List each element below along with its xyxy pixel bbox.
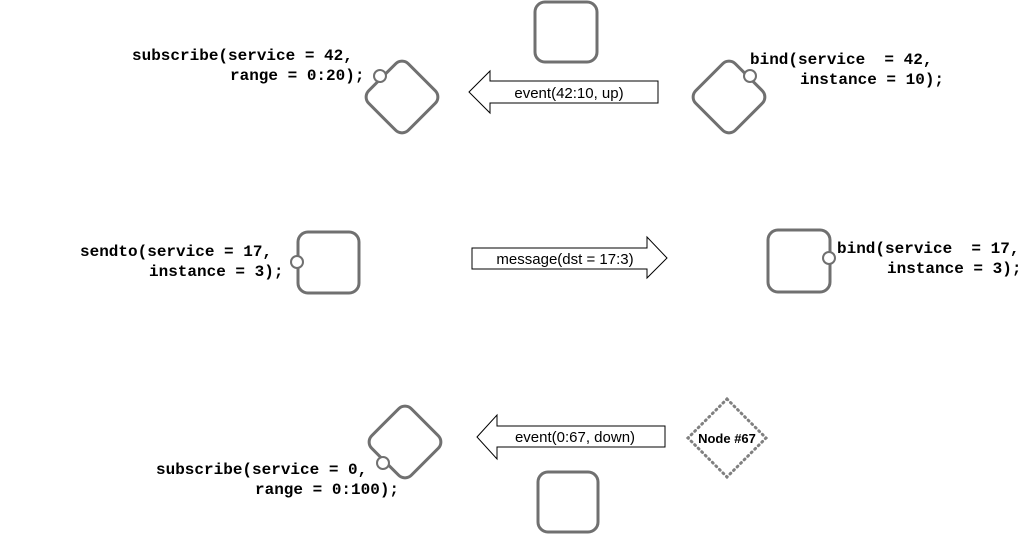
middle-left-port	[290, 255, 304, 269]
middle-left-square-node	[296, 230, 361, 295]
bottom-left-diamond-node	[367, 404, 443, 480]
top-left-code-line1: subscribe(service = 42,	[132, 47, 353, 65]
top-right-diamond-node	[691, 59, 767, 135]
event-arrow-left-top	[468, 69, 659, 115]
middle-left-code-line1: sendto(service = 17,	[80, 243, 272, 261]
middle-right-square-node	[766, 228, 832, 294]
bottom-square-node	[536, 470, 600, 534]
node-67-label: Node #67	[698, 431, 756, 446]
top-right-code-line2: instance = 10);	[800, 71, 944, 89]
node-67-dotted-diamond	[685, 396, 769, 480]
top-left-port	[373, 69, 387, 83]
middle-right-port	[822, 251, 836, 265]
middle-right-code-line2: instance = 3);	[887, 260, 1021, 278]
middle-left-code-line2: instance = 3);	[149, 263, 283, 281]
top-left-code-line2: range = 0:20);	[230, 67, 364, 85]
bottom-left-code-line2: range = 0:100);	[255, 481, 399, 499]
top-square-node	[533, 0, 599, 64]
middle-right-code-line1: bind(service = 17,	[837, 240, 1019, 258]
middle-arrow-label: message(dst = 17:3)	[496, 251, 633, 268]
bottom-left-port	[376, 456, 390, 470]
bottom-left-code-line1: subscribe(service = 0,	[156, 461, 367, 479]
top-arrow-label: event(42:10, up)	[514, 85, 623, 102]
top-right-code-line1: bind(service = 42,	[750, 51, 932, 69]
bottom-arrow-label: event(0:67, down)	[515, 429, 635, 446]
event-arrow-left-bottom	[476, 413, 666, 461]
top-left-diamond-node	[364, 59, 440, 135]
top-right-port	[743, 69, 757, 83]
message-arrow-right	[471, 235, 668, 280]
